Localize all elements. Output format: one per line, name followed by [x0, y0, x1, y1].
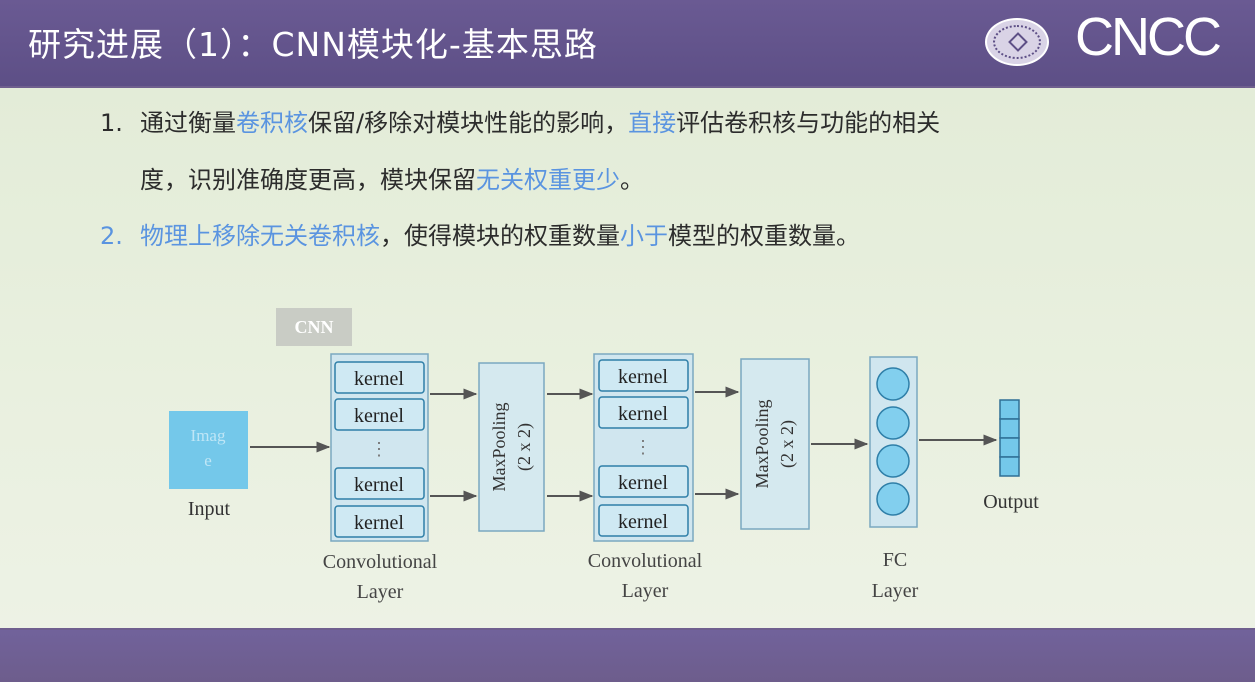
conv2-kernel-2-label: kernel: [618, 403, 668, 425]
bullet-2-seg-3: 小于: [620, 222, 668, 250]
input-image-label-line-1: Imag: [191, 426, 226, 445]
cncc-logo: CNCC: [1075, 7, 1222, 67]
conv2-ellipsis: ⋮: [634, 437, 652, 457]
conv2-kernel-2: [598, 396, 689, 429]
bullet-1-seg-6: 度，识别准确度更高，模块保留: [140, 166, 476, 194]
output-cell-2: [999, 418, 1020, 439]
bullet-2: 2. 物理上移除无关卷积核，使得模块的权重数量小于模型的权重数量。: [100, 216, 860, 251]
bullet-1-line-1: 1. 通过衡量卷积核保留/移除对模块性能的影响，直接评估卷积核与功能的相关: [100, 103, 940, 138]
slide-title: 研究进展（1）：CNN模块化-基本思路: [28, 25, 598, 64]
conv2-kernel-3: [598, 465, 689, 498]
conv1-kernel-1: [334, 361, 425, 394]
conv2-kernel-3-label: kernel: [618, 472, 668, 494]
bullet-1-seg-7: 无关权重更少: [476, 166, 620, 194]
output-cell-3: [999, 437, 1020, 458]
cnn-tag-box: [276, 308, 352, 346]
conv-layer-2-label-line-1: Convolutional: [588, 550, 703, 572]
bullet-1-seg-2: 卷积核: [236, 109, 308, 137]
bullet-2-number: 2.: [100, 222, 123, 250]
bullet-1-number: 1.: [100, 109, 123, 137]
bullet-1-seg-8: 。: [620, 166, 644, 194]
conv1-kernel-1-label: kernel: [354, 368, 404, 390]
cnn-tag-label: CNN: [295, 317, 334, 337]
bullet-2-seg-4: 模型的权重数量。: [668, 222, 860, 250]
maxpool-1-box: [478, 362, 545, 532]
bullet-2-seg-1: 物理上移除无关卷积核: [140, 222, 380, 250]
maxpool-2-label-line-2: (2 x 2): [777, 420, 798, 468]
fc-node-4: [876, 482, 910, 516]
maxpool-1-label-line-2: (2 x 2): [514, 423, 535, 471]
input-image-box: [169, 411, 248, 489]
conv-layer-2-label-line-2: Layer: [622, 580, 669, 602]
bullet-1-seg-3: 保留/移除对模块性能的影响，: [308, 109, 629, 137]
bullet-2-seg-2: ，使得模块的权重数量: [380, 222, 620, 250]
conv1-kernel-3-label: kernel: [354, 474, 404, 496]
output-cell-1: [999, 399, 1020, 420]
output-label: Output: [983, 491, 1039, 513]
conv1-kernel-4-label: kernel: [354, 512, 404, 534]
maxpool-2-box: [740, 358, 810, 530]
conv2-kernel-1-label: kernel: [618, 366, 668, 388]
fc-node-1: [876, 367, 910, 401]
input-image-label-line-2: e: [204, 451, 212, 470]
conv-layer-1-label-line-2: Layer: [357, 581, 404, 603]
conv2-kernel-4: [598, 504, 689, 537]
maxpool-1-label-line-1: MaxPooling: [489, 402, 509, 491]
bullet-1-seg-5: 评估卷积核与功能的相关: [676, 109, 941, 137]
conv1-kernel-2: [334, 398, 425, 431]
output-cell-4: [999, 456, 1020, 477]
input-label: Input: [188, 498, 231, 520]
conv2-kernel-4-label: kernel: [618, 511, 668, 533]
conv1-ellipsis: ⋮: [370, 439, 388, 459]
fc-node-3: [876, 444, 910, 478]
bullet-1-line-2: 度，识别准确度更高，模块保留无关权重更少。: [140, 160, 644, 195]
conv1-kernel-3: [334, 467, 425, 500]
fc-node-2: [876, 406, 910, 440]
fc-layer-label-line-1: FC: [883, 549, 907, 571]
bottom-band: [0, 630, 1255, 682]
society-seal-logo: [985, 18, 1049, 66]
conv1-kernel-4: [334, 505, 425, 538]
conv2-kernel-1: [598, 359, 689, 392]
conv1-kernel-2-label: kernel: [354, 405, 404, 427]
conv-layer-1-label-line-1: Convolutional: [323, 551, 438, 573]
bullet-1-seg-4: 直接: [628, 109, 677, 137]
maxpool-2-label-line-1: MaxPooling: [752, 399, 772, 488]
title-bar: 研究进展（1）：CNN模块化-基本思路 CNCC: [0, 0, 1255, 86]
fc-layer-label-line-2: Layer: [872, 580, 919, 602]
bullet-1-seg-1: 通过衡量: [140, 109, 236, 137]
